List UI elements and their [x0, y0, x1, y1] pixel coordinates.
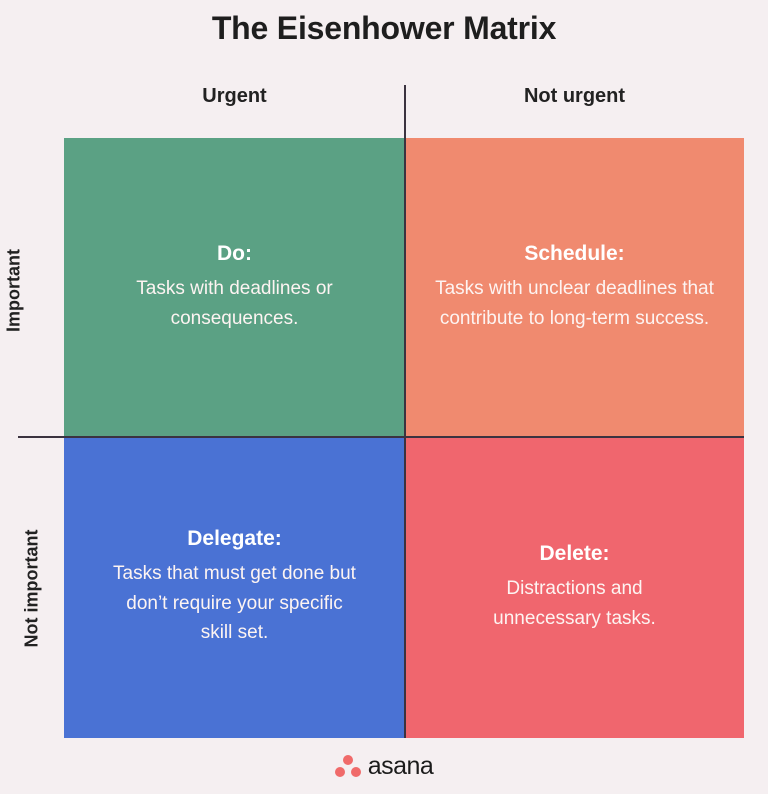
column-header-urgent: Urgent [202, 85, 267, 107]
quadrant-do-body: Tasks with deadlines or consequences. [136, 278, 333, 329]
quadrant-delegate[interactable]: Delegate: Tasks that must get done but d… [64, 437, 405, 738]
row-label-important: Important [3, 249, 24, 332]
quadrant-delete-heading: Delete: [539, 542, 610, 566]
asana-dots-icon [334, 755, 361, 778]
axis-line-vertical [404, 85, 406, 738]
quadrant-delete[interactable]: Delete: Distractions and unnecessary tas… [405, 437, 744, 738]
asana-dot-left [334, 767, 345, 777]
brand-logo: asana [0, 754, 768, 779]
eisenhower-matrix-grid: Do: Tasks with deadlines or consequences… [64, 138, 744, 738]
quadrant-delegate-body: Tasks that must get done but don’t requi… [113, 563, 356, 644]
row-label-not-important: Not important [21, 529, 42, 648]
quadrant-delegate-heading: Delegate: [187, 527, 282, 551]
page-title: The Eisenhower Matrix [211, 10, 557, 46]
quadrant-schedule-heading: Schedule: [524, 242, 625, 266]
brand-wordmark: asana [367, 752, 434, 780]
quadrant-delete-body: Distractions and unnecessary tasks. [493, 578, 656, 629]
quadrant-schedule[interactable]: Schedule: Tasks with unclear deadlines t… [405, 138, 744, 437]
quadrant-schedule-body: Tasks with unclear deadlines that contri… [435, 278, 714, 329]
quadrant-do-heading: Do: [217, 242, 252, 266]
asana-dot-right [350, 767, 361, 777]
asana-dot-top [342, 755, 353, 765]
column-header-not-urgent: Not urgent [523, 85, 626, 107]
axis-line-horizontal [18, 436, 744, 438]
quadrant-do[interactable]: Do: Tasks with deadlines or consequences… [64, 138, 405, 437]
